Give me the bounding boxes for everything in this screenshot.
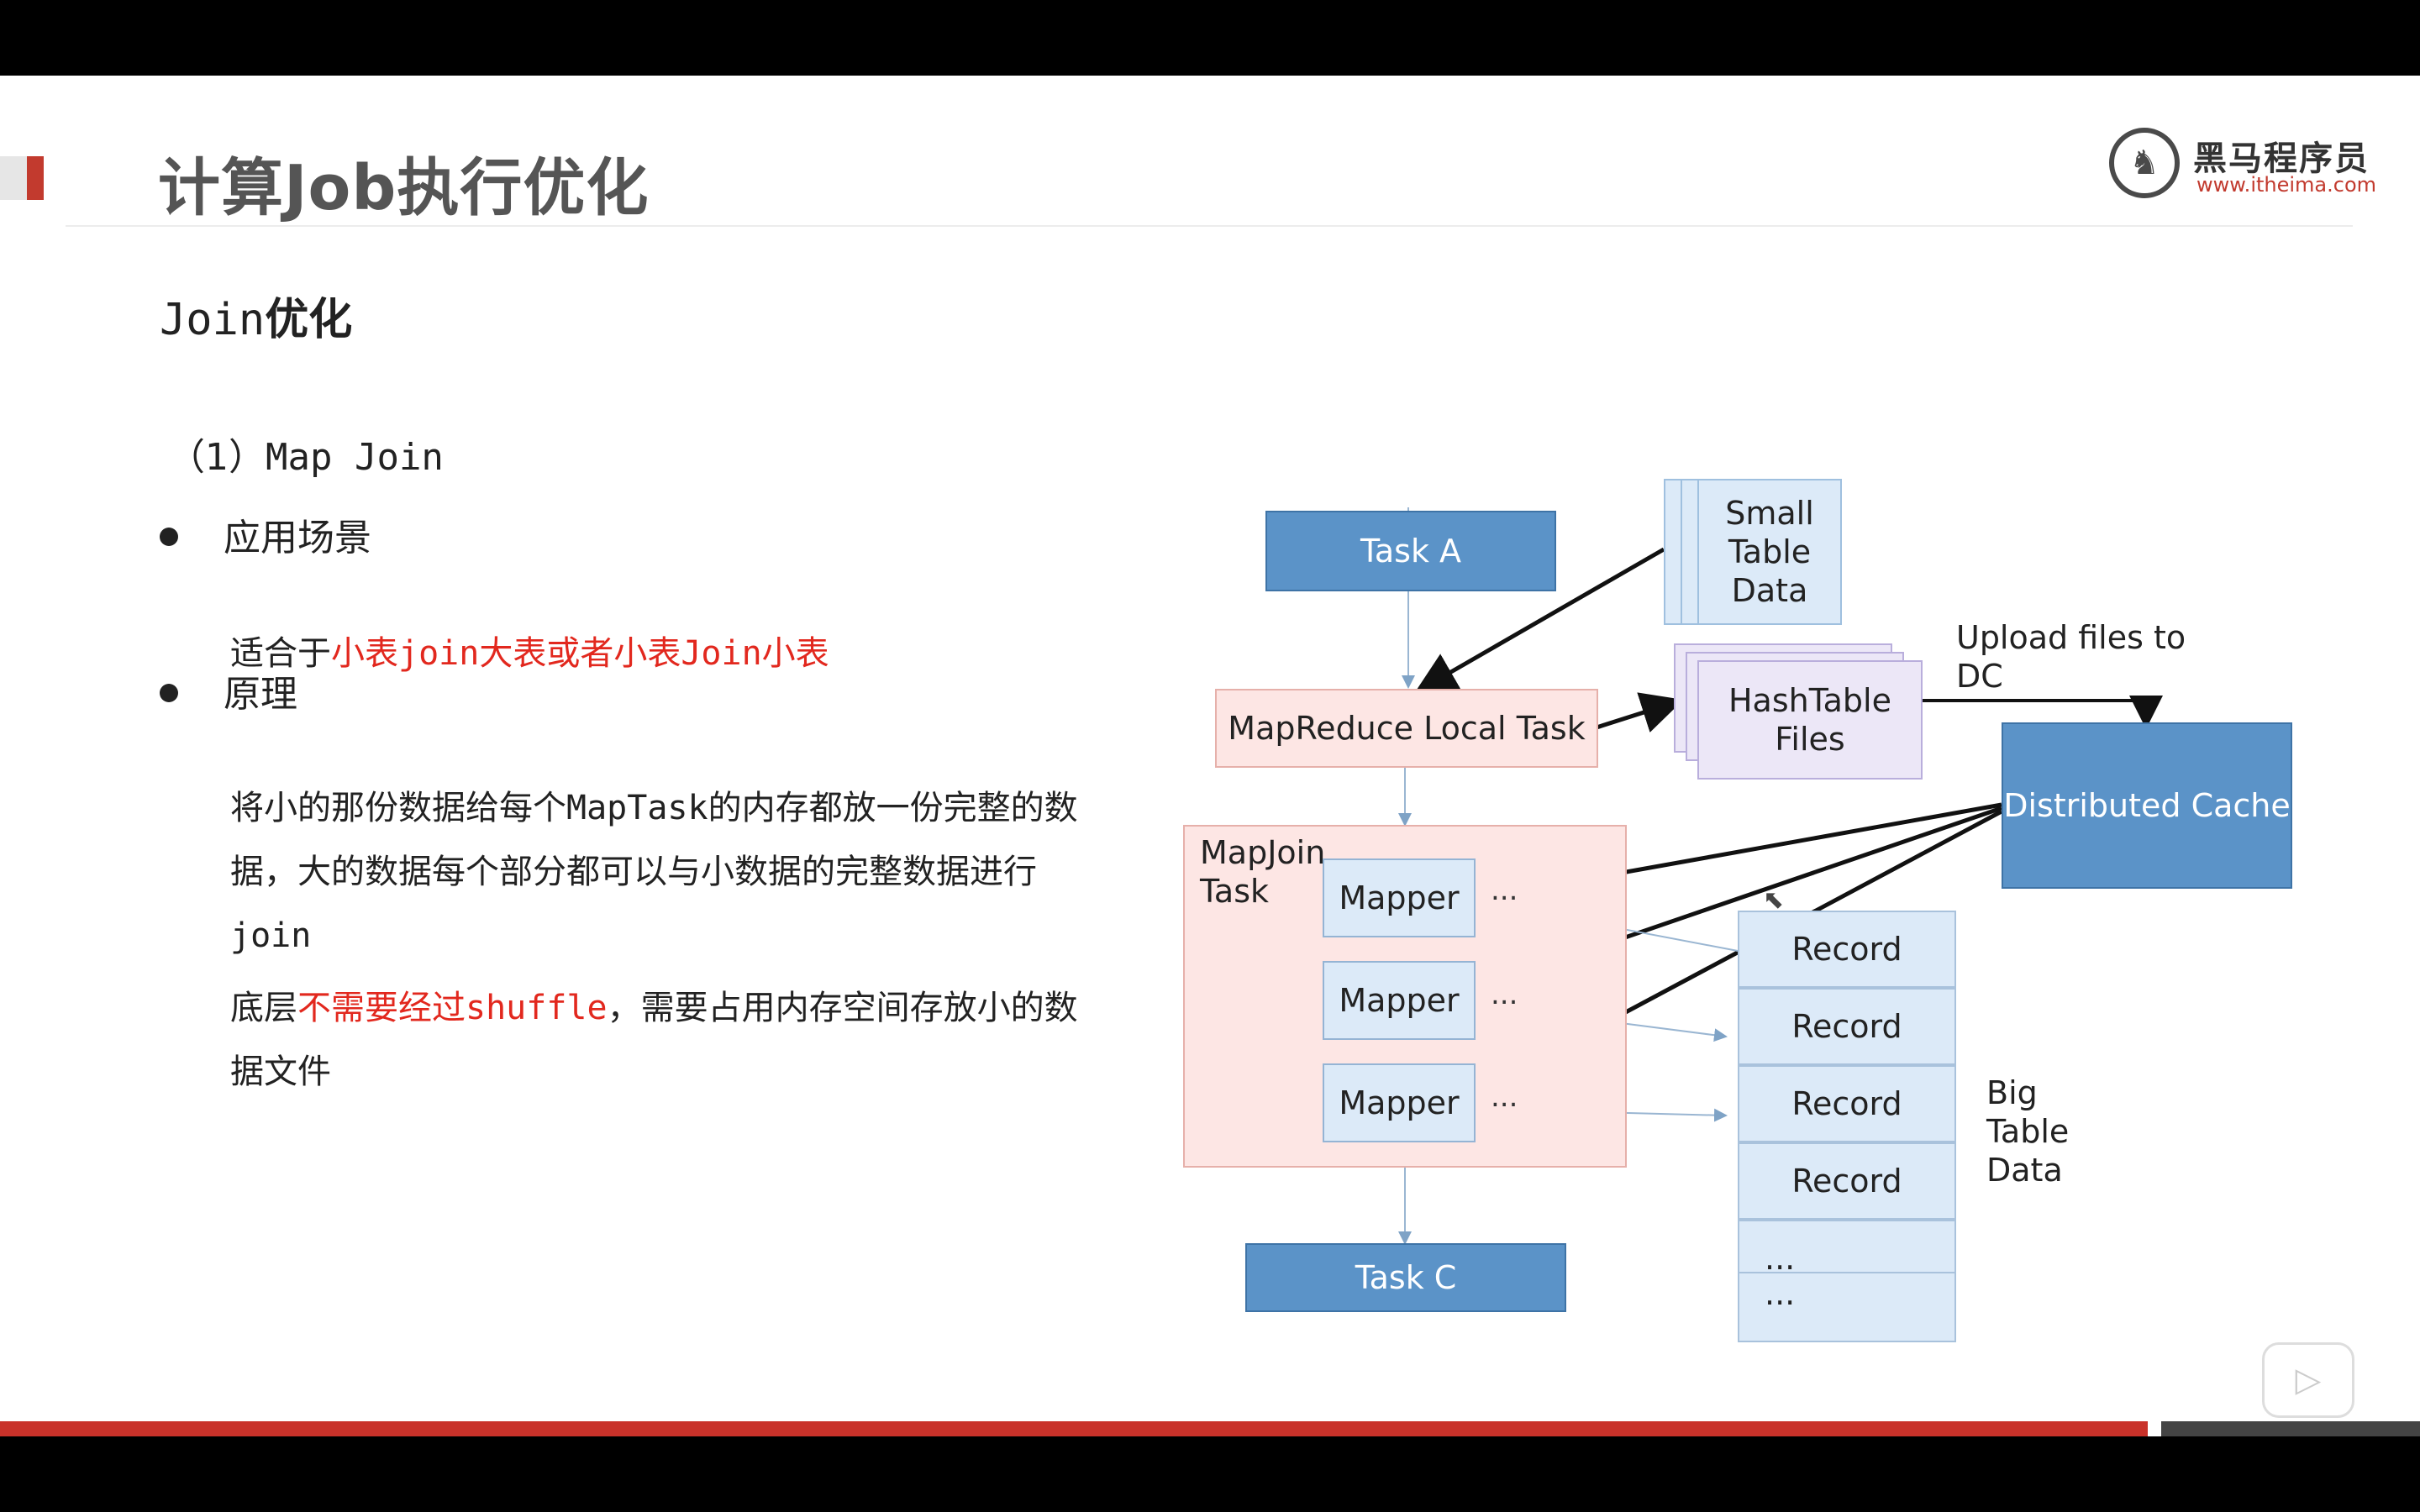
bullet-label: 原理 xyxy=(224,673,297,716)
logo-url: www.itheima.com xyxy=(2196,173,2377,197)
principle-text-2: 底层不需要经过shuffle，需要占用内存空间存放小的数据文件 xyxy=(230,976,1104,1104)
record-row: ... xyxy=(1738,1272,1956,1342)
mapjoin-label-line: MapJoin xyxy=(1200,834,1326,871)
big-table-line: Big xyxy=(1986,1074,2038,1111)
mapper-box: Mapper xyxy=(1323,858,1476,937)
record-row: Record xyxy=(1738,988,1956,1065)
upload-label-line: Upload files to xyxy=(1956,619,2186,656)
upload-label-line: DC xyxy=(1956,658,2003,695)
slide-title: 计算Job执行优化 xyxy=(158,152,650,224)
mouse-cursor-icon: ⬉ xyxy=(1763,885,1785,915)
record-row: Record xyxy=(1738,1065,1956,1142)
local-task-label: MapReduce Local Task xyxy=(1228,710,1586,747)
text-run: 将小的那份数据给每个 xyxy=(230,789,566,827)
bullet-dot xyxy=(160,684,178,702)
horse-logo-icon: ♞ xyxy=(2109,128,2180,198)
big-table-line: Table xyxy=(1986,1113,2070,1150)
bullet-scenario: 应用场景 xyxy=(160,507,371,561)
mapreduce-local-task-box: MapReduce Local Task xyxy=(1215,689,1598,768)
progress-bar-red xyxy=(0,1421,2148,1436)
record-ellipsis: ... xyxy=(1765,1275,1796,1312)
task-a-box: Task A xyxy=(1265,511,1556,591)
record-label: Record xyxy=(1791,1008,1902,1045)
bullet-dot xyxy=(160,528,178,546)
mapper-ellipsis: ... xyxy=(1491,874,1518,907)
task-c-label: Task C xyxy=(1355,1259,1457,1296)
record-ellipsis: ... xyxy=(1765,1240,1796,1277)
distributed-cache-label: Distributed Cache xyxy=(2003,787,2291,824)
mapper-box: Mapper xyxy=(1323,1063,1476,1142)
text-run-red: 大表或者小表 xyxy=(479,634,681,673)
bullet-principle: 原理 xyxy=(160,664,297,717)
text-run: 适合于 xyxy=(230,634,331,673)
mapper-box: Mapper xyxy=(1323,961,1476,1040)
bullet-label: 应用场景 xyxy=(224,517,371,559)
logo-name: 黑马程序员 xyxy=(2193,139,2370,178)
subtitle-rest: 优化 xyxy=(265,295,353,345)
hashtable-label: HashTable xyxy=(1728,682,1891,719)
hashtable-files-box: HashTable Files xyxy=(1697,660,1923,780)
small-table-label: Data xyxy=(1731,572,1808,609)
record-row: Record xyxy=(1738,1142,1956,1220)
scenario-text: 适合于小表join大表或者小表Join小表 xyxy=(230,622,1104,685)
mapper-label: Mapper xyxy=(1339,982,1460,1019)
text-run-red: shuffle xyxy=(466,989,608,1027)
hashtable-label: Files xyxy=(1775,721,1845,758)
title-divider xyxy=(66,225,2353,227)
play-icon[interactable]: ▷ xyxy=(2262,1342,2354,1418)
text-run-red: Join xyxy=(681,634,762,673)
text-run: ，需要占用内存空间存放小的数据文件 xyxy=(230,989,1078,1091)
distributed-cache-box: Distributed Cache xyxy=(2002,722,2292,889)
text-run-red: 不需要经过 xyxy=(297,989,466,1027)
map-join-diagram: Task A Small Table Data MapReduce Local … xyxy=(1160,395,2353,1386)
big-table-line: Data xyxy=(1986,1152,2063,1189)
text-run: join xyxy=(230,916,312,955)
small-table-doc: Small Table Data xyxy=(1697,479,1842,625)
text-run: 的内存都放一份完整的数据，大的数据每个部分都可以与小数据的完整数据进行 xyxy=(230,789,1078,891)
slide: 计算Job执行优化 ♞ 黑马程序员 www.itheima.com Join优化… xyxy=(0,76,2420,1436)
section-heading: （1）Map Join xyxy=(168,427,444,480)
mapper-ellipsis: ... xyxy=(1491,978,1518,1011)
text-run-red: join xyxy=(398,634,480,673)
record-row: Record xyxy=(1738,911,1956,988)
subtitle-join: Join xyxy=(160,295,266,345)
record-label: Record xyxy=(1791,931,1902,968)
mapper-label: Mapper xyxy=(1339,1084,1460,1121)
record-label: Record xyxy=(1791,1163,1902,1200)
text-run: MapTask xyxy=(566,789,708,827)
small-table-label: Small xyxy=(1725,495,1814,532)
text-run: 底层 xyxy=(230,989,297,1027)
progress-bar-gray xyxy=(2161,1421,2420,1436)
text-run-red: 小表 xyxy=(761,634,829,673)
section-prefix: （1） xyxy=(168,436,266,479)
title-marker xyxy=(0,156,44,200)
text-run-red: 小表 xyxy=(331,634,398,673)
task-c-box: Task C xyxy=(1245,1243,1566,1312)
task-a-label: Task A xyxy=(1360,533,1462,570)
mapper-label: Mapper xyxy=(1339,879,1460,916)
section-name: Map Join xyxy=(266,436,444,479)
principle-text-1: 将小的那份数据给每个MapTask的内存都放一份完整的数据，大的数据每个部分都可… xyxy=(230,776,1104,968)
record-label: Record xyxy=(1791,1085,1902,1122)
mapper-ellipsis: ... xyxy=(1491,1080,1518,1114)
brand-logo: ♞ 黑马程序员 www.itheima.com xyxy=(2109,128,2378,208)
slide-subtitle: Join优化 xyxy=(160,284,352,347)
mapjoin-label-line: Task xyxy=(1200,873,1270,910)
small-table-label: Table xyxy=(1728,533,1812,570)
